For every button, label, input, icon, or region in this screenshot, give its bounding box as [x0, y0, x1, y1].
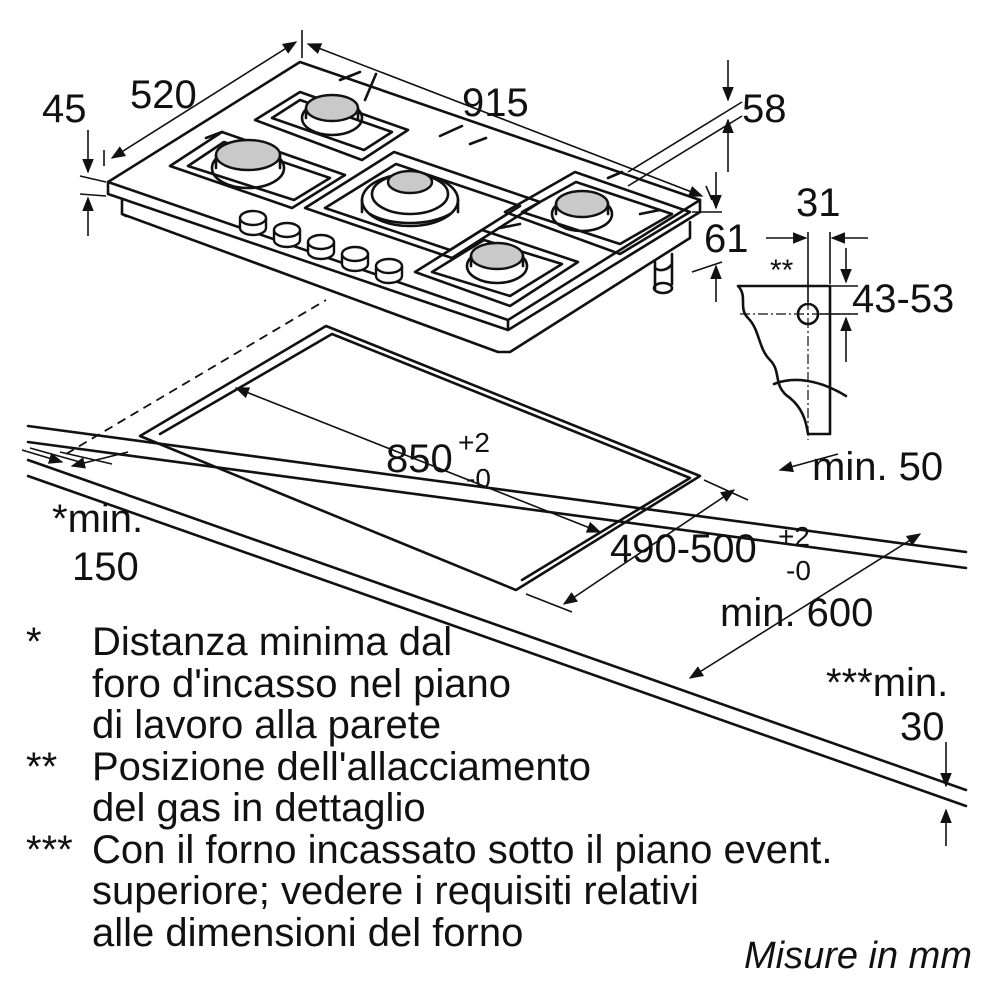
- dim-cutout-depth-tol-minus: -0: [786, 555, 811, 586]
- dim-min-oven-line2: 30: [900, 705, 945, 749]
- burners: [210, 93, 614, 285]
- dim-cutout-width-tol-plus: +2: [458, 427, 490, 458]
- dim-min-wall-line1: *min.: [52, 497, 143, 541]
- gas-connection-detail: [736, 232, 868, 440]
- dim-min-back: min. 50: [812, 445, 943, 489]
- dim-min-front: min. 600: [720, 591, 873, 635]
- dim-cutout-width: 850: [386, 437, 453, 481]
- footnote-text: Posizione dell'allacciamento del gas in …: [92, 744, 592, 830]
- footnote-2: ** Posizione dell'allacciamento del gas …: [26, 744, 986, 830]
- gas-marker: **: [770, 254, 794, 287]
- dim-cutout-depth-tol-plus: +2: [778, 521, 810, 552]
- burner-front-right: [465, 241, 529, 285]
- knob-1: [238, 209, 268, 237]
- dim-min-oven-line1: ***min.: [826, 661, 948, 705]
- burner-rear-right: [550, 189, 614, 233]
- knob-5: [374, 257, 404, 285]
- dim-depth-total: 915: [462, 81, 529, 125]
- cutout-dimension-lines: [21, 387, 952, 846]
- hob-dimension-lines: [79, 30, 743, 302]
- footnote-3: *** Con il forno incassato sotto il pian…: [26, 827, 986, 955]
- knob-3: [306, 233, 336, 261]
- units-label: Misure in mm: [743, 935, 972, 977]
- control-knobs: [238, 209, 404, 285]
- footnote-marker: *: [26, 620, 42, 664]
- hob-outline: [106, 60, 702, 354]
- footnote-marker: ***: [26, 827, 73, 872]
- footnotes: * Distanza minima dal foro d'incasso nel…: [26, 620, 986, 955]
- cutout: [65, 299, 702, 592]
- dim-height-base: 61: [704, 217, 749, 261]
- dim-gas-offset-y: 43-53: [852, 277, 954, 321]
- footnote-text: Con il forno incassato sotto il piano ev…: [92, 827, 833, 955]
- burner-front-left: [210, 138, 286, 190]
- knob-2: [272, 221, 302, 249]
- footnote-text: Distanza minima dal foro d'incasso nel p…: [92, 620, 512, 747]
- dim-width-total: 520: [130, 73, 197, 117]
- burner-rear-left: [300, 93, 364, 137]
- dim-gas-offset-x: 31: [796, 181, 841, 225]
- knob-4: [340, 245, 370, 273]
- dim-cutout-depth: 490-500: [610, 527, 757, 571]
- footnote-marker: **: [26, 744, 58, 789]
- dim-height-right: 58: [742, 87, 787, 131]
- footnote-1: * Distanza minima dal foro d'incasso nel…: [26, 620, 986, 747]
- dim-cutout-width-tol-minus: -0: [466, 463, 491, 494]
- dim-height-glass: 45: [42, 87, 87, 131]
- dim-min-wall-line2: 150: [72, 545, 139, 589]
